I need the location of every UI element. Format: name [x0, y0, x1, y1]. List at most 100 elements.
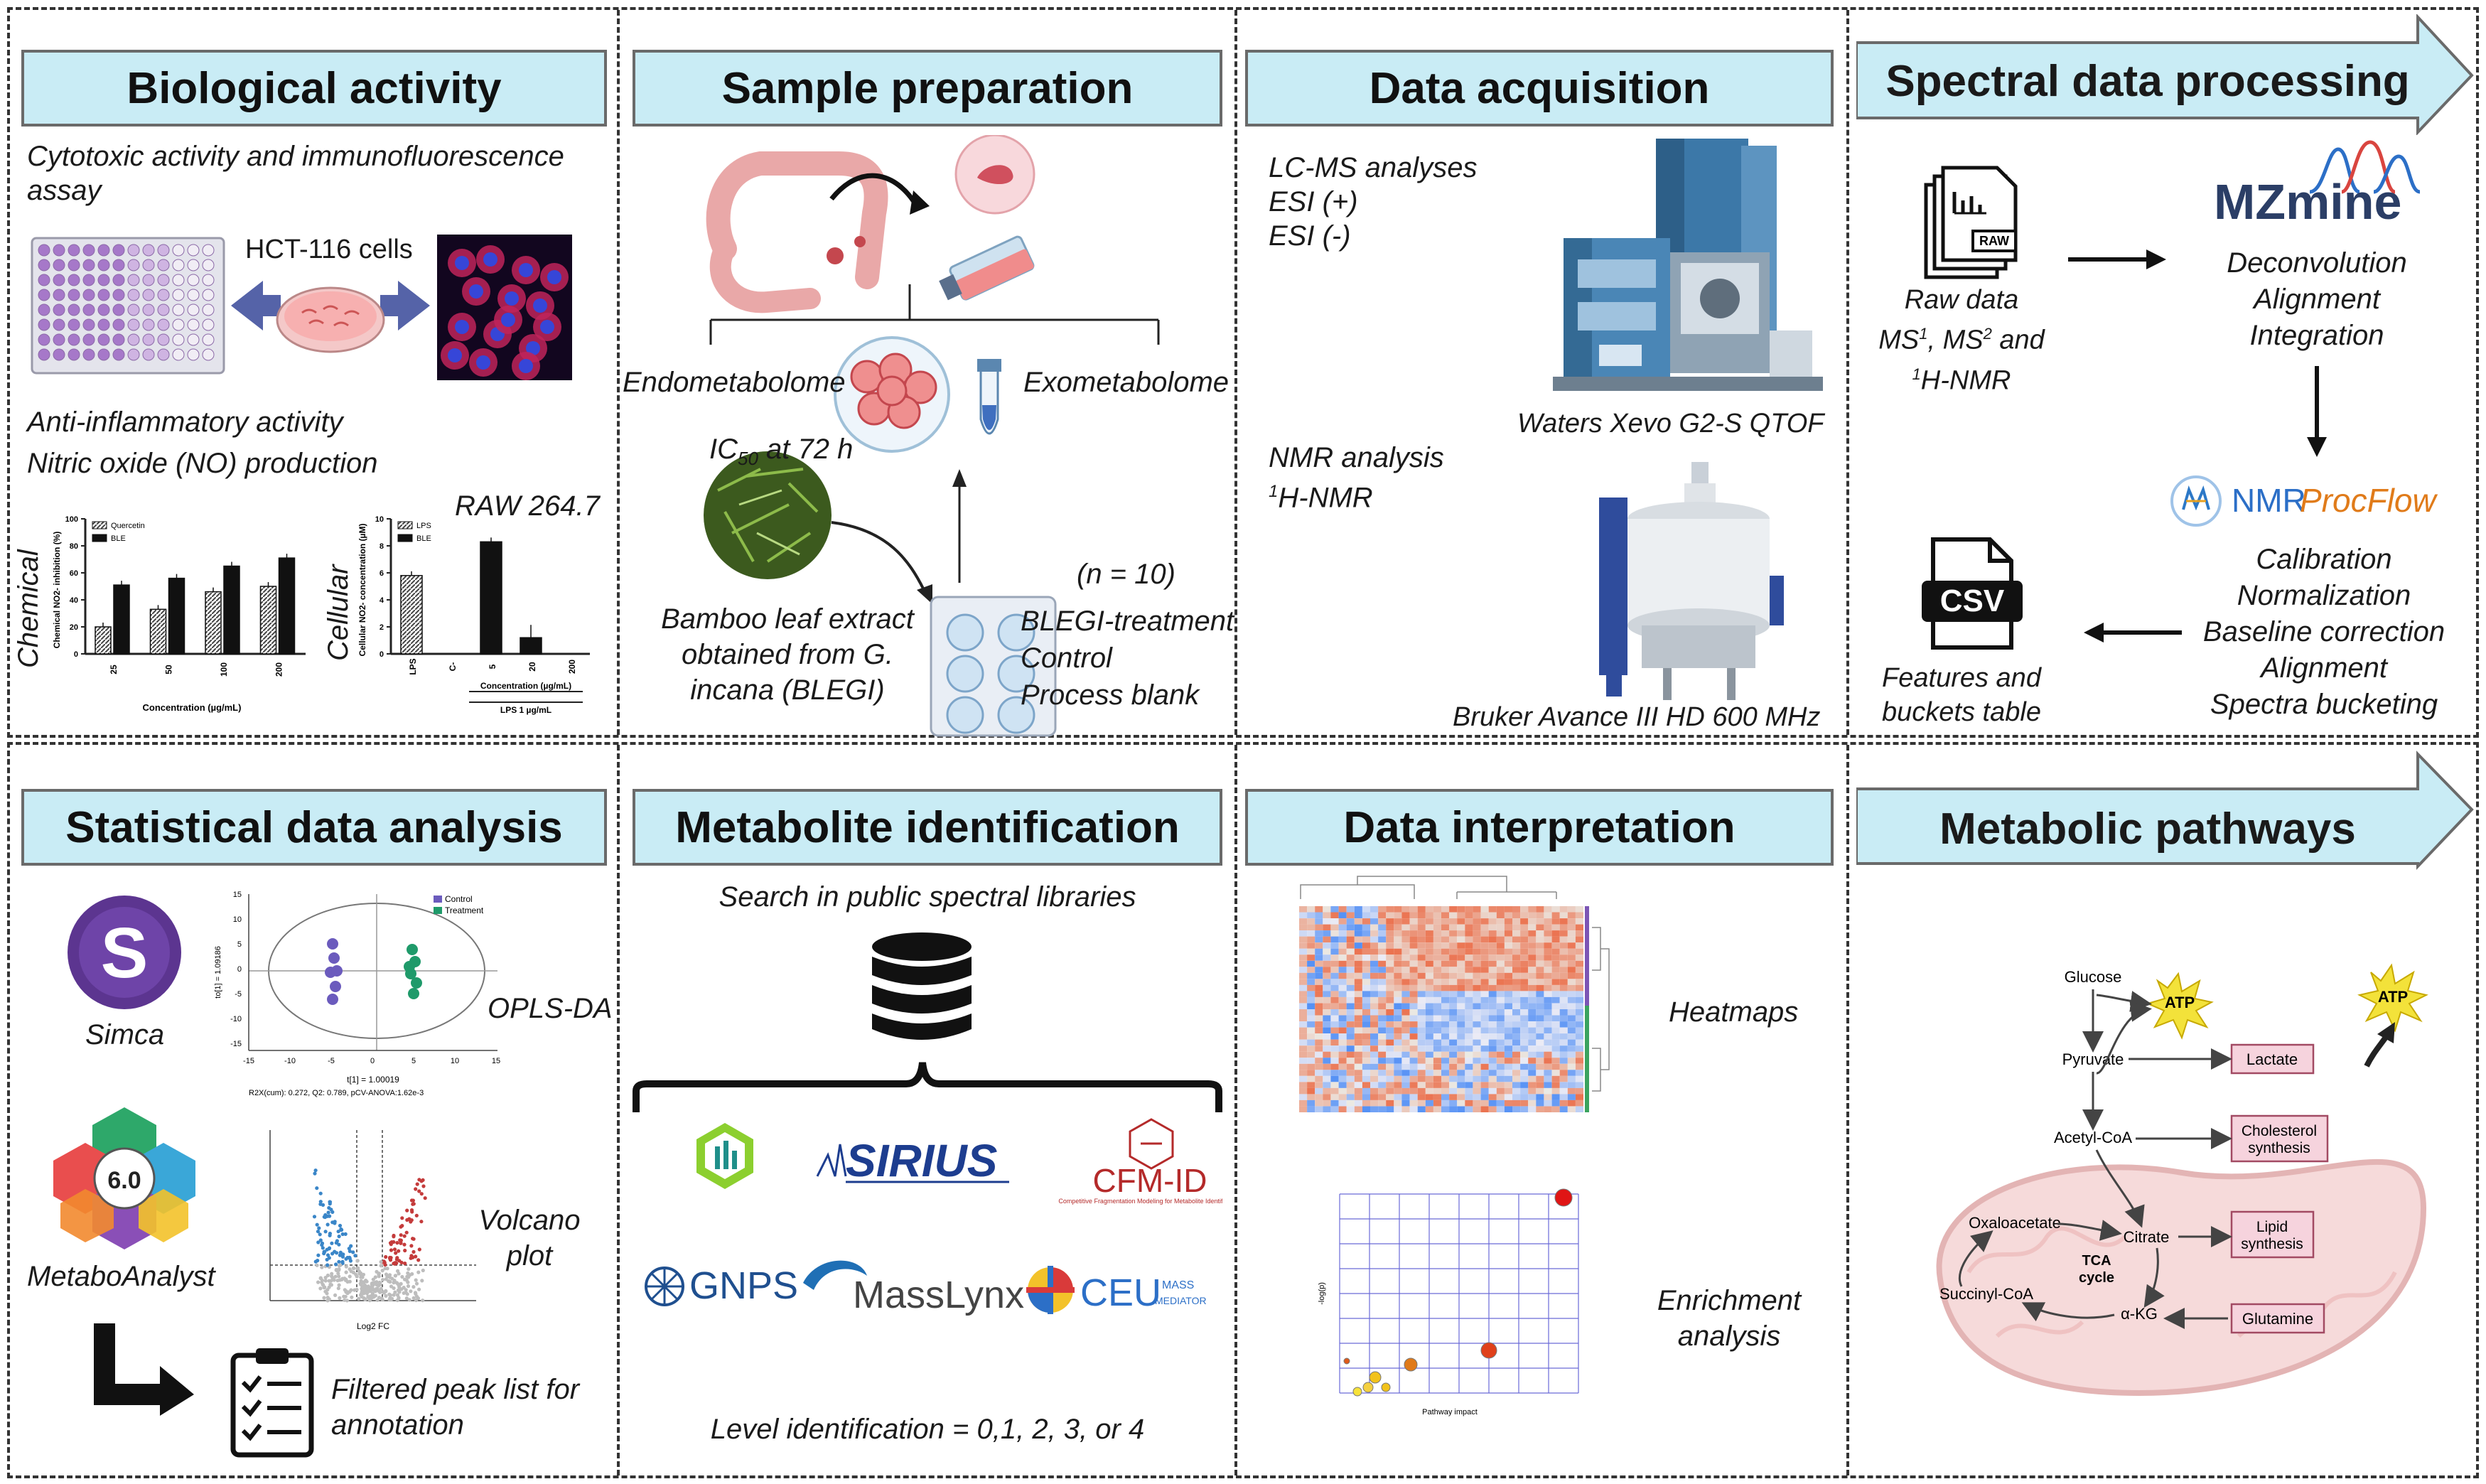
well [68, 274, 80, 286]
heatmap-cell [1449, 996, 1458, 1004]
well [68, 289, 80, 301]
heatmap-cell [1307, 1003, 1315, 1010]
heatmap-cell [1441, 912, 1450, 919]
heatmap-cell [1338, 1087, 1347, 1095]
opls-xlabel: t[1] = 1.00019 [347, 1075, 399, 1085]
n-label: (n = 10) [1077, 559, 1175, 590]
heatmap-cell [1488, 960, 1497, 967]
heatmap-cell [1386, 906, 1394, 913]
volcano-point [337, 1274, 341, 1279]
heatmap-cell [1433, 924, 1442, 931]
heatmap-cell [1386, 948, 1394, 955]
heatmap-cell [1409, 960, 1418, 967]
volcano-point [323, 1276, 328, 1280]
heatmap-cell [1425, 1027, 1433, 1034]
heatmap-cell [1330, 996, 1339, 1004]
heatmap-cell [1378, 906, 1387, 913]
heatmap-cell [1425, 967, 1433, 973]
heatmap-cell [1354, 1087, 1362, 1095]
heatmap-cell [1488, 930, 1497, 937]
heatmap-cell [1354, 936, 1362, 943]
heatmap-cell [1449, 991, 1458, 997]
heatmap-cell [1307, 942, 1315, 949]
volcano-point [316, 1280, 321, 1284]
heatmap-cell [1433, 1015, 1442, 1022]
heatmap-cell [1338, 1027, 1347, 1034]
volcano-point [405, 1208, 409, 1213]
heatmap-cell [1338, 1063, 1347, 1070]
heatmap-cell [1457, 1039, 1465, 1046]
heatmap-cell [1559, 1021, 1568, 1028]
heatmap-cell [1354, 960, 1362, 967]
glucose-label: Glucose [2065, 968, 2122, 986]
well [53, 274, 65, 286]
cell-nucleus [519, 359, 533, 373]
volcano-point [348, 1259, 353, 1263]
heatmap-cell [1465, 1099, 1473, 1107]
volcano-point [384, 1289, 388, 1294]
heatmap-cell [1457, 1027, 1465, 1034]
heatmap-cell [1457, 960, 1465, 967]
heatmap-cell [1409, 948, 1418, 955]
chem-ylabel: Chemical NO2- inhibition (%) [52, 532, 62, 649]
x-tick-label: 50 [164, 665, 174, 674]
heatmap-cell [1409, 1015, 1418, 1022]
heatmap-cell [1315, 1094, 1323, 1100]
heatmap-cell [1480, 1021, 1489, 1028]
raw-data-line1: Raw data [1904, 285, 2019, 315]
sirius-logo-text: SIRIUS [846, 1135, 998, 1186]
heatmap-cell [1567, 1021, 1576, 1028]
well [53, 244, 65, 257]
heatmap-cell [1480, 1045, 1489, 1052]
volcano-point [357, 1296, 361, 1301]
heatmap-cell [1575, 1045, 1584, 1052]
heatmap-cell [1307, 979, 1315, 985]
heatmap-cell [1528, 1075, 1537, 1082]
heatmap-cell [1425, 1021, 1433, 1028]
heatmap-cell [1330, 960, 1339, 967]
heatmap-cell [1473, 924, 1481, 931]
heatmap-cell [1362, 979, 1371, 985]
heatmap-cell [1338, 1106, 1347, 1113]
esi-neg-label: ESI (-) [1269, 220, 1351, 252]
heatmap-cell [1536, 924, 1544, 931]
heatmap-cell [1544, 967, 1552, 973]
volcano-point [341, 1252, 345, 1257]
heatmap-cell [1449, 1063, 1458, 1070]
heatmap-cell [1496, 1015, 1505, 1022]
metaboanalyst-version: 6.0 [107, 1167, 141, 1194]
heatmap-cell [1551, 1051, 1560, 1058]
heatmap-cell [1433, 991, 1442, 997]
well [38, 318, 50, 331]
volcano-point [336, 1271, 340, 1276]
heatmap-cell [1338, 1039, 1347, 1046]
heatmap-cell [1417, 1082, 1426, 1088]
heatmap-cell [1299, 1082, 1308, 1088]
heatmap-cell [1449, 1009, 1458, 1016]
heatmap-cell [1354, 912, 1362, 919]
heatmap-cell [1338, 1045, 1347, 1052]
heatmap-cell [1465, 1106, 1473, 1113]
heatmap-cell [1346, 936, 1355, 943]
heatmap-cell [1425, 1033, 1433, 1040]
heatmap-cell [1575, 967, 1584, 973]
volcano-point [318, 1202, 323, 1206]
panel-title-data-acquisition: Data acquisition [1245, 50, 1834, 127]
heatmap-cell [1425, 930, 1433, 937]
heatmap-cell [1544, 1099, 1552, 1107]
heatmap-cell [1504, 972, 1513, 979]
volcano-point [395, 1241, 399, 1245]
volcano-point [349, 1288, 353, 1292]
nmrprocflow-logo: NMR ProcFlow [2170, 475, 2438, 527]
heatmap-cell [1449, 942, 1458, 949]
heatmap-cell [1496, 960, 1505, 967]
heatmap-cell [1441, 1009, 1450, 1016]
heatmap-cell [1575, 924, 1584, 931]
heatmap-cell [1394, 984, 1402, 991]
heatmap-cell [1551, 1045, 1560, 1052]
heatmap-cell [1346, 1015, 1355, 1022]
volcano-point [349, 1244, 353, 1248]
heatmap-cell [1441, 1003, 1450, 1010]
heatmap-cell [1338, 942, 1347, 949]
heatmap-cell [1401, 1045, 1410, 1052]
